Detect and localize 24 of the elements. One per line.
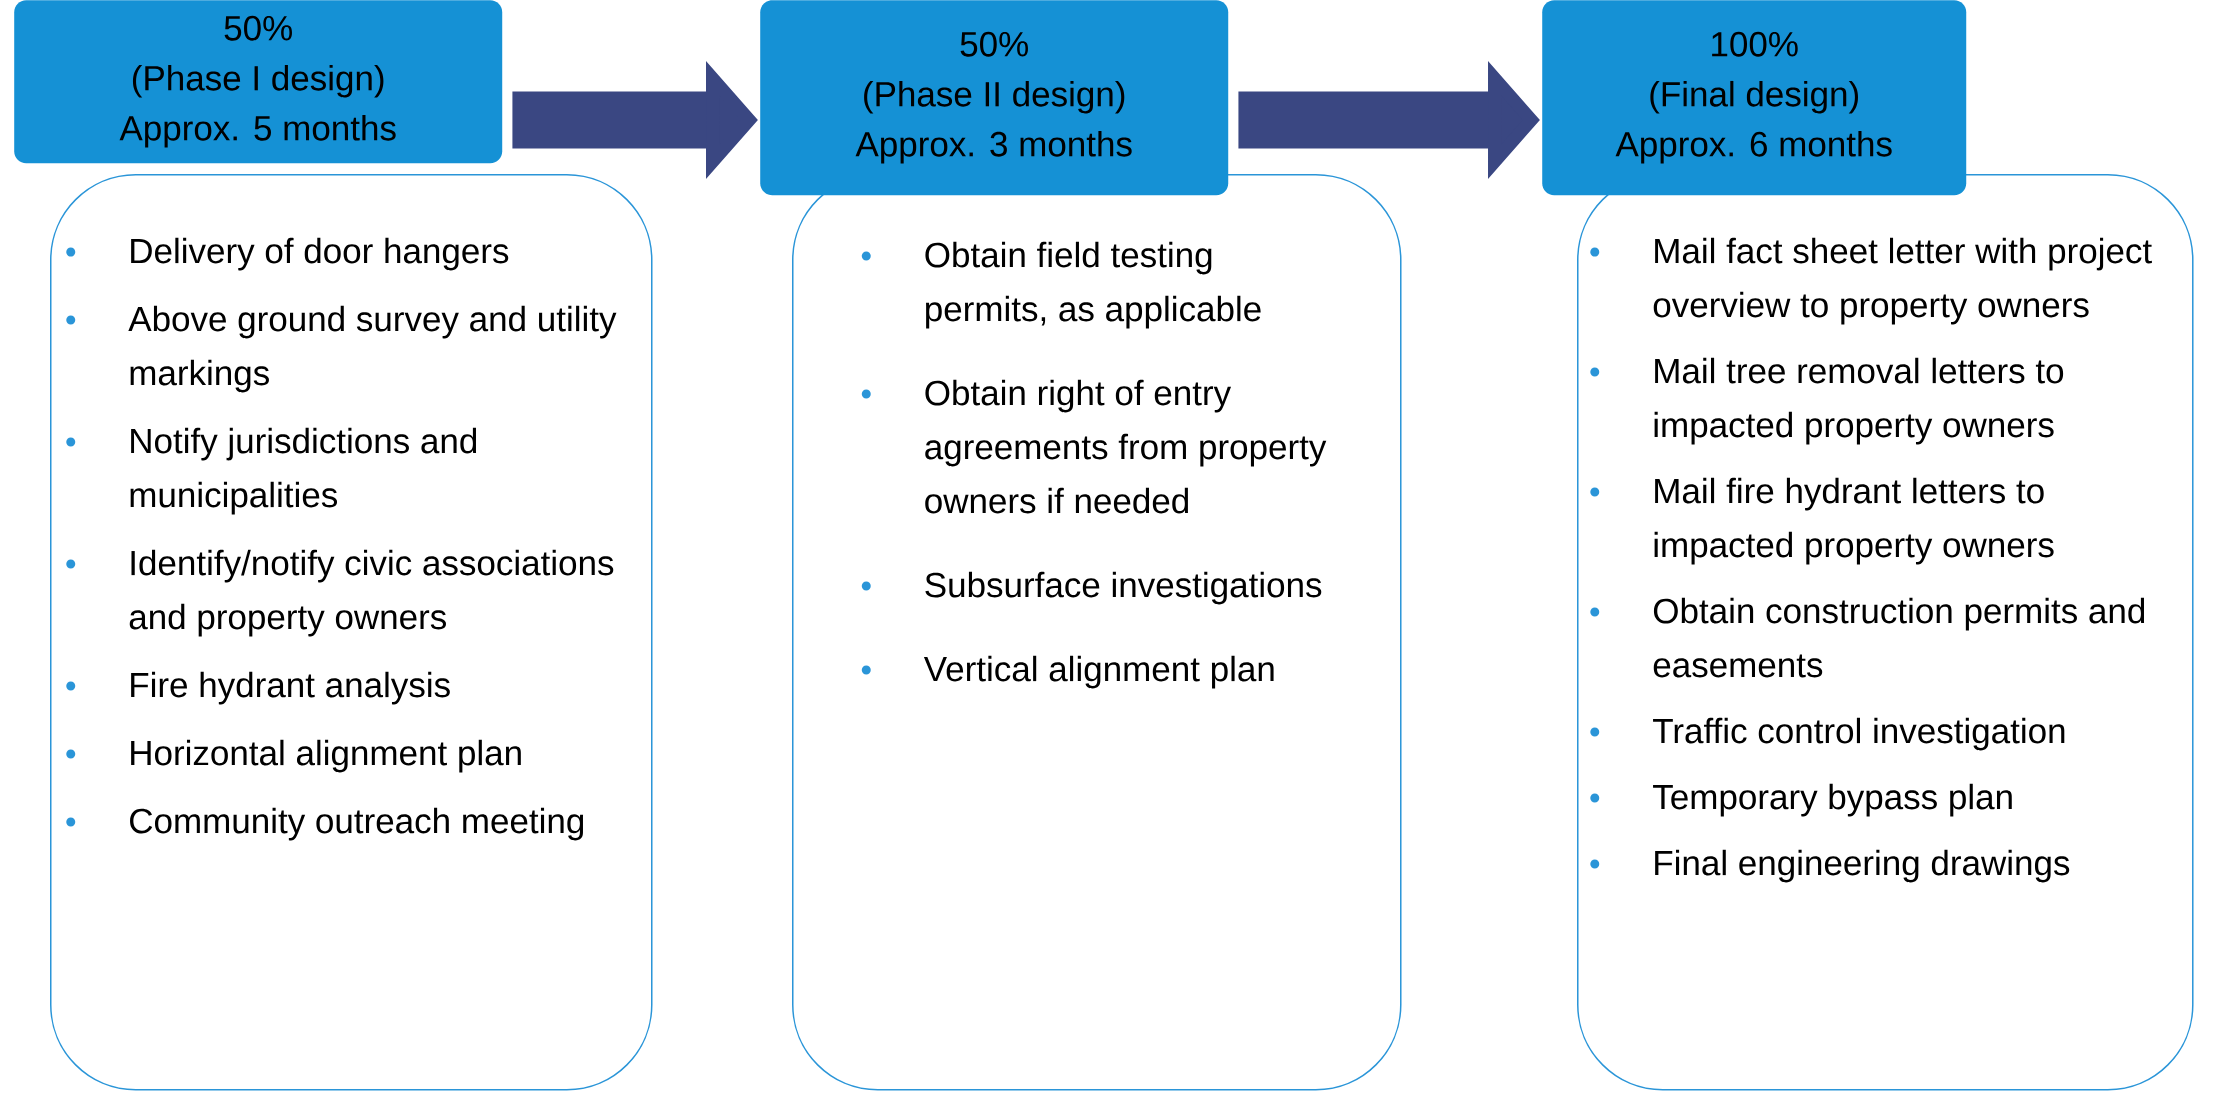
list-item: Final engineering drawings [1655, 849, 2070, 883]
list-item: Obtain construction permits and easements [1653, 597, 2145, 678]
list-item: Vertical alignment plan [923, 655, 1274, 689]
phase-box: 50% (Phase II design) Approx. 3 months [760, 0, 1229, 196]
list-box [792, 174, 1402, 1091]
phase-box: 100% (Final design) Approx. 6 months [1542, 0, 1967, 196]
list-item: Horizontal alignment plan [131, 739, 521, 773]
list-item: Obtain field testing permits, as applicable [925, 241, 1261, 329]
list-item: Traffic control investigation [1653, 717, 2065, 751]
list-box [50, 174, 653, 1091]
list-item: Temporary bypass plan [1653, 783, 2012, 817]
list-item: Obtain right of entry agreements from property owners if needed [925, 379, 1327, 514]
list-item: Mail tree removal letters to impacted property owners [1654, 357, 2064, 445]
phase-box: 50% (Phase I design) Approx. 5 months [14, 0, 503, 164]
list-item: Notify jurisdictions and municipalities [130, 427, 477, 515]
list-item: Mail fire hydrant letters to impacted property owners [1654, 477, 2054, 565]
list-box [1577, 174, 2194, 1091]
list-item: Subsurface investigations [925, 571, 1322, 605]
list-item: Identify/notify civic associations and property owners [129, 549, 614, 637]
list-item: Mail fact sheet letter with project overview to property owners [1653, 237, 2152, 325]
list-item: Delivery of door hangers [131, 237, 509, 271]
list-item: Fire hydrant analysis [131, 671, 450, 705]
list-item: Community outreach meeting [130, 807, 584, 841]
list-item: Above ground survey and utility markings [128, 305, 617, 393]
